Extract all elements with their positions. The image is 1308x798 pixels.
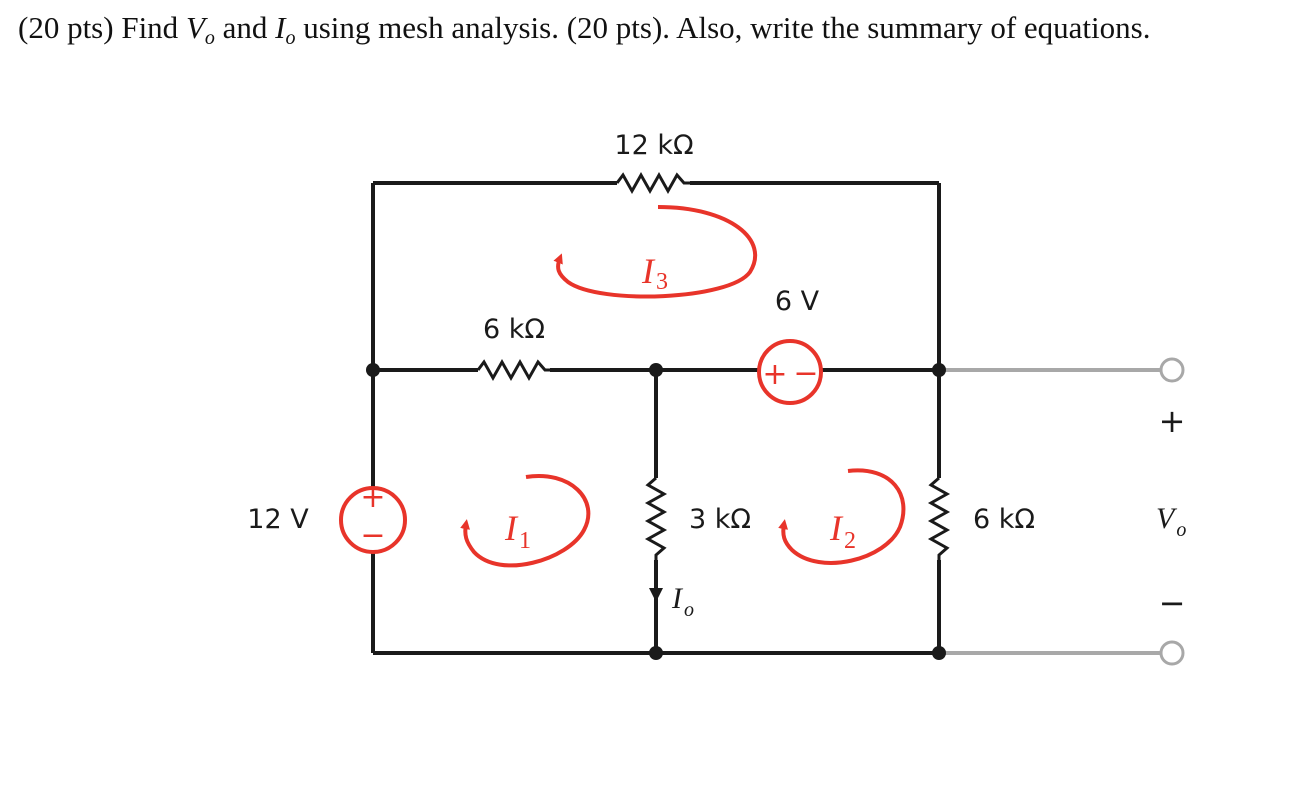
mesh-arrow-3 — [553, 205, 758, 299]
question-mid: and — [214, 10, 276, 45]
mesh-label-3: I3 — [641, 251, 668, 295]
src-top-minus: − — [793, 356, 818, 391]
voltage-source-6v: + − — [757, 339, 823, 405]
question-text: (20 pts) Find Vo and Io using mesh analy… — [18, 10, 1298, 49]
question-sub-v: o — [204, 27, 215, 49]
output-terminal-bottom — [1159, 640, 1185, 666]
vo-plus: + — [1159, 402, 1186, 440]
question-var-i: I — [275, 10, 286, 45]
label-src-left: 12 V — [247, 504, 309, 535]
wires — [371, 181, 1160, 655]
mesh-arrow-1 — [460, 473, 591, 568]
vo-minus: − — [1159, 584, 1186, 622]
label-r-mid-left: 6 kΩ — [483, 314, 545, 345]
resistor-6k-middle — [476, 358, 550, 382]
label-r-center: 3 kΩ — [689, 504, 751, 535]
label-r-right: 6 kΩ — [973, 504, 1035, 535]
resistor-12k — [615, 171, 690, 195]
question-part1: (20 pts) Find — [18, 10, 186, 45]
question-sub-i: o — [285, 27, 296, 49]
src-left-minus: − — [360, 518, 385, 553]
question-part2: using mesh analysis. (20 pts). Also, wri… — [295, 10, 1151, 45]
output-terminal-top — [1159, 357, 1185, 383]
resistor-3k — [644, 476, 668, 560]
label-src-top: 6 V — [775, 286, 820, 317]
mesh-label-2: I2 — [829, 508, 856, 554]
mesh-arrow-2 — [778, 468, 906, 565]
io-arrow-icon — [649, 588, 663, 602]
src-left-plus: + — [360, 480, 385, 515]
voltage-source-12v: + − — [339, 480, 407, 554]
label-r-top: 12 kΩ — [614, 130, 693, 161]
src-top-plus: + — [762, 357, 787, 392]
junction-dots — [366, 363, 946, 660]
mesh-label-1: I1 — [504, 508, 531, 554]
question-var-v: V — [185, 10, 205, 45]
resistor-6k-right — [927, 476, 951, 560]
